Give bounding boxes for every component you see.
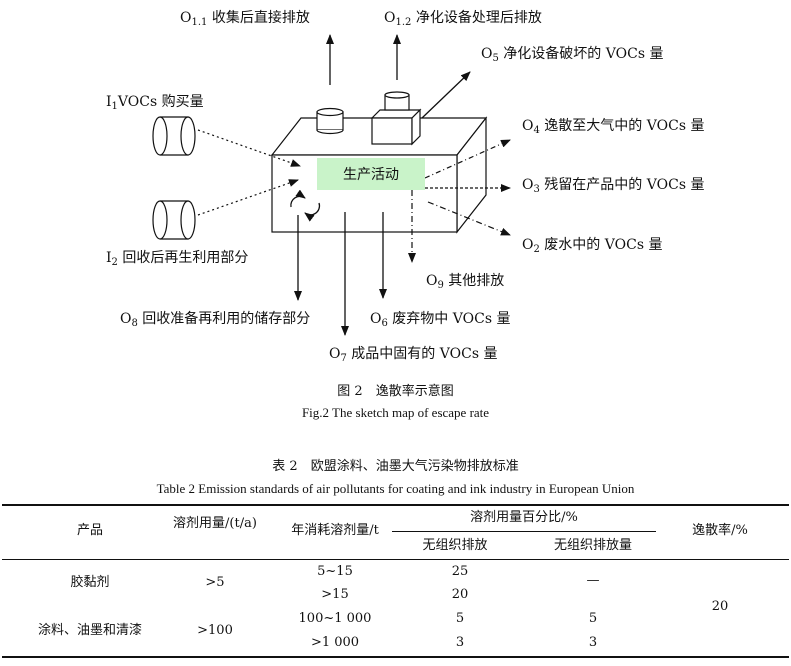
table-top-rule bbox=[2, 504, 789, 506]
label-o3: O3 残留在产品中的 VOCs 量 bbox=[522, 177, 705, 195]
row2b-consumption: >1 000 bbox=[310, 635, 360, 650]
label-i1: I1VOCs 购买量 bbox=[106, 94, 204, 112]
table-caption-cn: 表 2 欧盟涂料、油墨大气污染物排放标准 bbox=[272, 459, 519, 474]
table-bottom-rule bbox=[2, 656, 789, 658]
recycle-icon bbox=[290, 189, 321, 222]
label-o7: O7 成品中固有的 VOCs 量 bbox=[329, 346, 498, 364]
input-cylinder-i2 bbox=[152, 200, 196, 240]
label-o5: O5 净化设备破坏的 VOCs 量 bbox=[481, 46, 664, 64]
escape-rate-value: 20 bbox=[711, 599, 729, 614]
header-fugitive-emission: 无组织排放 bbox=[422, 538, 488, 553]
row1-solvent-use: >5 bbox=[205, 575, 225, 590]
row1-product: 胶黏剂 bbox=[70, 575, 110, 590]
label-o6: O6 废弃物中 VOCs 量 bbox=[370, 311, 511, 329]
top-cylinder bbox=[316, 107, 344, 135]
label-o11: O1.1 收集后直接排放 bbox=[180, 10, 310, 28]
row1a-fugitive: 25 bbox=[451, 564, 469, 579]
row2a-consumption: 100~1 000 bbox=[298, 611, 372, 626]
label-i2: I2 回收后再生利用部分 bbox=[106, 250, 249, 268]
header-solvent-percent: 溶剂用量百分比/% bbox=[470, 510, 578, 525]
header-solvent-use: 溶剂用量/(t/a) bbox=[173, 516, 257, 531]
label-o12: O1.2 净化设备处理后排放 bbox=[384, 10, 542, 28]
row1a-consumption: 5~15 bbox=[317, 564, 353, 579]
table-header-rule bbox=[2, 559, 789, 560]
input-arrows bbox=[197, 129, 301, 216]
row2b-fugitive: 3 bbox=[455, 635, 465, 650]
label-o8: O8 回收准备再利用的储存部分 bbox=[120, 311, 311, 329]
row1b-consumption: >15 bbox=[321, 587, 349, 602]
row2-solvent-use: >100 bbox=[197, 623, 233, 638]
header-fugitive-emission-amount: 无组织排放量 bbox=[553, 538, 632, 553]
input-cylinder-i1 bbox=[152, 116, 196, 156]
escape-rate-diagram bbox=[152, 34, 511, 336]
label-o9: O9 其他排放 bbox=[426, 273, 505, 291]
row1b-fugitive: 20 bbox=[451, 587, 469, 602]
row1-fugitive-amount: — bbox=[586, 573, 600, 588]
header-annual-consumption: 年消耗溶剂量/t bbox=[291, 523, 379, 538]
right-output-arrows bbox=[408, 139, 511, 263]
purification-device bbox=[370, 91, 422, 146]
label-o4: O4 逸散至大气中的 VOCs 量 bbox=[522, 118, 705, 136]
table-caption-en: Table 2 Emission standards of air pollut… bbox=[156, 481, 635, 496]
row2a-fugitive: 5 bbox=[455, 611, 465, 626]
header-escape-rate: 逸散率/% bbox=[692, 523, 748, 538]
downward-arrows bbox=[294, 212, 387, 336]
production-activity-label: 生产活动 bbox=[343, 167, 399, 183]
figure-caption-en: Fig.2 The sketch map of escape rate bbox=[301, 405, 490, 420]
label-o2: O2 废水中的 VOCs 量 bbox=[522, 237, 663, 255]
row2-product: 涂料、油墨和清漆 bbox=[37, 623, 142, 638]
table-subheader-rule bbox=[392, 531, 656, 532]
row2a-fugitive-amount: 5 bbox=[588, 611, 598, 626]
header-product: 产品 bbox=[76, 523, 103, 538]
row2b-fugitive-amount: 3 bbox=[588, 635, 598, 650]
upward-arrows bbox=[326, 34, 471, 119]
figure-caption-cn: 图 2 逸散率示意图 bbox=[337, 384, 454, 399]
production-activity-box: 生产活动 bbox=[317, 158, 425, 190]
